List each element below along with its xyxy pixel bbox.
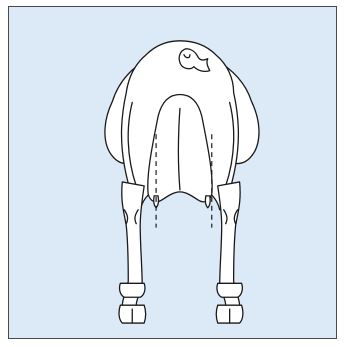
right-fetlock: [217, 283, 242, 297]
left-fetlock: [120, 283, 145, 297]
cow-rear-view-illustration: [9, 7, 336, 338]
right-teat: [205, 196, 210, 208]
illustration-panel: [8, 6, 337, 339]
